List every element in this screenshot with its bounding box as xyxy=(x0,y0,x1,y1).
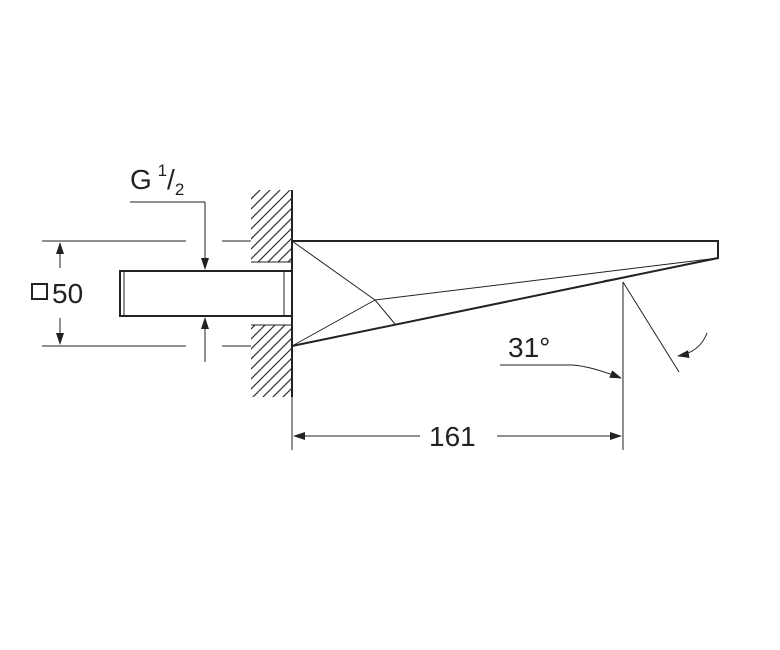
angle-dimension xyxy=(500,281,708,379)
thread-numerator: 1 xyxy=(157,161,168,180)
thread-label: G 1/2 xyxy=(130,162,184,198)
size-label: 50 xyxy=(52,278,84,309)
connection-pipe xyxy=(119,270,293,317)
thread-slash: / xyxy=(167,164,175,195)
thread-prefix: G xyxy=(130,164,160,195)
length-dimension xyxy=(291,282,624,450)
thread-dimension xyxy=(130,201,251,362)
length-label: 161 xyxy=(429,421,476,452)
spout xyxy=(291,240,719,348)
angle-label: 31° xyxy=(508,332,551,363)
wall xyxy=(251,190,293,397)
size-dimension xyxy=(42,240,186,347)
thread-denominator: 2 xyxy=(174,180,185,199)
square-section-icon xyxy=(31,283,48,300)
